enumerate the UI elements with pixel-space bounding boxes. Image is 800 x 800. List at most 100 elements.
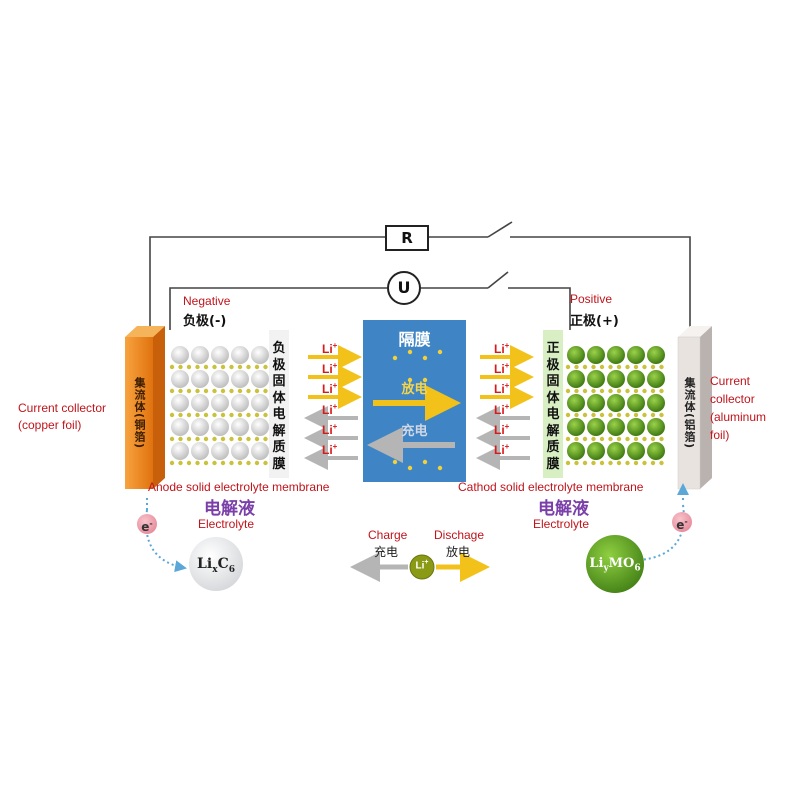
cathode-lithium-dot <box>591 460 596 466</box>
anode-lithium-dot <box>263 460 268 466</box>
cathode-particle <box>587 394 605 412</box>
anode-lithium-dot <box>186 388 192 394</box>
anode-lithium-dot <box>246 388 251 394</box>
cathode-compound-ball: LiyMO6 <box>586 535 644 593</box>
left-collector-side <box>153 326 165 489</box>
cathode-lithium-dot <box>582 436 588 442</box>
legend-charge-en: Charge <box>368 528 408 542</box>
cathode-lithium-dot <box>599 412 605 418</box>
right-collector-side <box>700 326 712 489</box>
cathode-membrane-text: 正极 固体 电解 质膜 <box>546 341 560 472</box>
cathode-lithium-dot <box>608 388 613 394</box>
legend-discharge-en: Dischage <box>434 528 485 542</box>
wire-r-left <box>149 236 387 330</box>
cathode-particle <box>567 442 585 460</box>
left-collector-en-1: Current collector <box>18 401 107 415</box>
anode-particle <box>251 442 269 460</box>
anode-particle <box>171 418 189 436</box>
cathode-particle <box>647 394 665 412</box>
separator-ion-dot <box>392 459 398 465</box>
anode-lithium-dot <box>220 412 226 418</box>
electrolyte-zh-right: 电解液 <box>538 499 589 519</box>
li-ion-label: Li+ <box>494 341 510 356</box>
anode-particle <box>191 418 209 436</box>
cathode-particle <box>627 394 645 412</box>
cathode-lithium-dot <box>659 436 664 442</box>
cathode-lithium-dot <box>574 388 579 394</box>
anode-compound-ball: LixC6 <box>189 537 243 591</box>
anode-particle <box>211 418 229 436</box>
cathode-particle <box>567 370 585 388</box>
li-ion-label: Li+ <box>322 402 338 417</box>
anode-lithium-dot <box>220 460 226 466</box>
cathode-membrane-en: Cathod solid electrolyte membrane <box>458 480 644 494</box>
li-ion-label: Li+ <box>494 402 510 417</box>
negative-label-en: Negative <box>183 294 231 308</box>
anode-lithium-dot <box>254 460 260 466</box>
anode-lithium-dot <box>195 436 200 442</box>
separator-ion-dot <box>422 459 428 465</box>
positive-label-en: Positive <box>570 292 613 306</box>
separator-ion-dot <box>407 349 413 355</box>
anode-particle <box>251 346 269 364</box>
cathode-lithium-dot <box>616 460 622 466</box>
anode-lithium-dot <box>237 364 243 370</box>
anode-particle <box>171 346 189 364</box>
cathode-lithium-dot <box>565 388 571 394</box>
right-collector-label: 集流体(铝箔) <box>683 376 696 450</box>
separator-title: 隔膜 <box>398 330 431 349</box>
electrolyte-zh-left: 电解液 <box>204 499 255 519</box>
cathode-particle <box>647 370 665 388</box>
li-ion-label: Li+ <box>322 381 338 396</box>
anode-lithium-dot <box>203 388 209 394</box>
anode-lithium-dot <box>237 412 243 418</box>
wire-u-left <box>169 287 387 330</box>
legend-li-label: Li+ <box>415 559 429 572</box>
cathode-lithium-dot <box>659 460 664 466</box>
anode-particle <box>191 442 209 460</box>
wire-r-right <box>510 236 691 330</box>
anode-particle <box>211 370 229 388</box>
anode-lithium-dot <box>246 412 251 418</box>
anode-lithium-dot <box>178 412 183 418</box>
cathode-electron-path <box>639 504 685 561</box>
cathode-lithium-dot <box>633 412 639 418</box>
cathode-lithium-dot <box>591 412 596 418</box>
left-collector-top <box>125 326 165 337</box>
li-ion-label: Li+ <box>494 361 510 376</box>
cathode-lithium-dot <box>642 364 647 370</box>
cathode-particle <box>567 394 585 412</box>
anode-lithium-dot <box>186 460 192 466</box>
anode-particles <box>169 346 269 466</box>
li-ion-arrows <box>304 345 534 470</box>
anode-lithium-dot <box>195 412 200 418</box>
anode-lithium-dot <box>254 436 260 442</box>
anode-lithium-dot <box>263 364 268 370</box>
cathode-particle <box>587 370 605 388</box>
cathode-lithium-dot <box>642 412 647 418</box>
li-ion-label: Li+ <box>494 422 510 437</box>
anode-membrane-strip <box>269 330 289 478</box>
anode-particle <box>251 370 269 388</box>
anode-lithium-dot <box>178 364 183 370</box>
anode-lithium-dot <box>212 460 217 466</box>
wire-u-right <box>508 287 571 330</box>
anode-lithium-dot <box>220 388 226 394</box>
right-collector-en-1: Current <box>710 374 751 388</box>
cathode-particle <box>567 418 585 436</box>
separator-ion-dot <box>407 465 413 471</box>
anode-lithium-dot <box>203 436 209 442</box>
cathode-lithium-dot <box>582 364 588 370</box>
cathode-particle <box>607 394 625 412</box>
cathode-membrane-strip <box>543 330 563 478</box>
anode-particle <box>211 346 229 364</box>
cathode-lithium-dot <box>574 436 579 442</box>
cathode-lithium-dot <box>565 460 571 466</box>
cathode-lithium-dot <box>599 388 605 394</box>
switch-r <box>487 221 513 238</box>
negative-label-zh: 负极(-) <box>183 314 227 329</box>
anode-particle <box>191 394 209 412</box>
anode-lithium-dot <box>186 436 192 442</box>
cathode-lithium-dot <box>650 412 656 418</box>
